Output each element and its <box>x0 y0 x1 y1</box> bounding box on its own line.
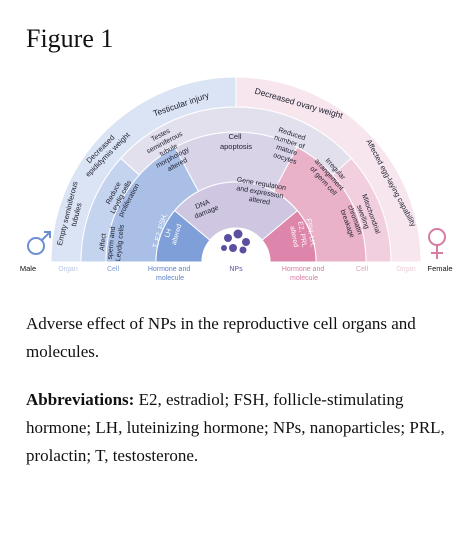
sperm-leydig-label: Affect sperm and Leydig cells <box>98 222 126 261</box>
cell-right-label: Cell <box>356 266 369 273</box>
figure-title: Figure 1 <box>26 24 114 53</box>
abbreviations-text: E2, estradiol; FSH, follicle-stimulating… <box>26 390 445 465</box>
nanoparticle-dot <box>229 244 237 252</box>
cell-left-label: Cell <box>107 266 120 273</box>
reproductive-effects-diagram: Testicular injury Decreased ovary weight… <box>20 76 453 282</box>
hormone-left-label: Hormone and molecule <box>148 266 192 282</box>
mitochondrial-swelling-label: Mitochondrial swelling chromatin breakag… <box>336 193 381 245</box>
female-symbol-icon <box>428 228 446 259</box>
hormone-right-label: Hormone and molecule <box>282 266 326 282</box>
organ-left-label: Organ <box>58 266 78 273</box>
female-label: Female <box>427 264 452 273</box>
diagram-rings <box>50 76 422 263</box>
male-label: Male <box>20 264 36 273</box>
nanoparticle-dot <box>224 234 232 242</box>
nanoparticle-dot <box>242 238 250 246</box>
nanoparticle-cluster-icon <box>221 229 250 254</box>
figure-caption: Adverse effect of NPs in the reproductiv… <box>26 314 416 361</box>
abbreviations-heading: Abbreviations: <box>26 390 135 409</box>
organ-right-label: Organ <box>396 266 416 273</box>
nanoparticle-dot <box>233 229 243 239</box>
cell-apoptosis-label: Cell apoptosis <box>220 132 252 151</box>
abbreviations-note: Abbreviations: E2, estradiol; FSH, folli… <box>26 386 456 470</box>
reduced-oocytes-label: Reduced number of mature oocytes <box>268 126 310 167</box>
nanoparticle-dot <box>221 245 227 251</box>
np-core <box>201 227 271 263</box>
nps-label: NPs <box>229 266 243 273</box>
male-symbol-icon <box>27 231 51 255</box>
female-hormones-label: FSH, LH, E2, PRL altered <box>288 218 317 252</box>
nanoparticle-dot <box>239 246 247 254</box>
